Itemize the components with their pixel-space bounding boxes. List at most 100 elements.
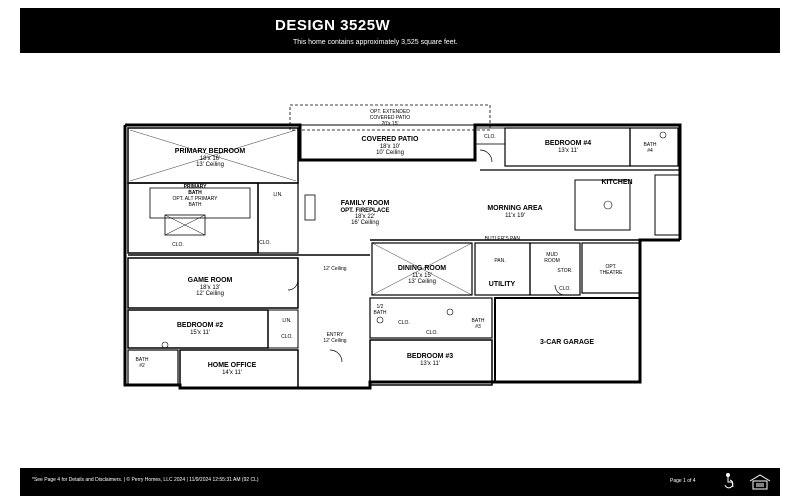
dining-room-size: 11'x 15' xyxy=(412,273,432,279)
game-room-ceiling: 12' Ceiling xyxy=(196,291,224,297)
game-room-label: GAME ROOM xyxy=(188,277,233,284)
primary-bedroom-label: PRIMARY BEDROOM xyxy=(175,148,246,155)
lin-closet-wall xyxy=(257,182,299,254)
toilet-fixture xyxy=(161,341,169,349)
game-room-size: 18'x 13' xyxy=(200,285,220,291)
bedroom2-wall xyxy=(127,309,269,349)
stor-label: STOR. xyxy=(557,268,572,274)
clo-b2-wall xyxy=(267,309,299,349)
equal-housing-icon xyxy=(749,474,771,490)
primary-bedroom-ceiling: 13' Ceiling xyxy=(196,162,224,168)
game-room-wall xyxy=(127,257,299,309)
door-swing xyxy=(554,284,566,296)
sink-fixture xyxy=(603,200,613,210)
clo-label: CLO. xyxy=(426,330,438,336)
covered-patio-size: 18'x 10' xyxy=(380,144,400,150)
office-wall xyxy=(179,349,299,389)
entry-ceiling: 12' Ceiling xyxy=(323,338,346,344)
opt-patio-size: 20'x 15' xyxy=(382,121,399,127)
bedroom2-size: 15'x 11' xyxy=(190,330,210,336)
family-room-ceiling: 16' Ceiling xyxy=(351,220,379,226)
primary-bedroom-size: 18'x 16' xyxy=(200,156,220,162)
bedroom4-wall xyxy=(504,127,631,167)
accessibility-icon xyxy=(724,473,734,489)
utility-label: UTILITY xyxy=(489,281,516,288)
tub xyxy=(164,214,206,236)
mud-room-wall xyxy=(529,242,581,296)
sink-fixture xyxy=(376,316,384,324)
diag-line xyxy=(129,129,297,182)
lin-label: LIN. xyxy=(282,318,291,324)
primary-bath-label: PRIMARY xyxy=(184,184,208,190)
half-bath-label: BATH xyxy=(374,310,387,316)
clo-label: CLO. xyxy=(559,286,571,292)
bath2-wall xyxy=(127,349,179,386)
covered-patio-label: COVERED PATIO xyxy=(362,136,419,143)
opt-patio-label: COVERED PATIO xyxy=(370,115,410,121)
family-room-size: 18'x 22' xyxy=(355,214,375,220)
header-banner: DESIGN 3525W This home contains approxim… xyxy=(20,8,780,53)
garage-label: 3-CAR GARAGE xyxy=(540,339,594,346)
fireplace xyxy=(304,194,316,221)
entry-label: ENTRY xyxy=(327,332,345,338)
disclaimer-text: *See Page 4 for Details and Disclaimers.… xyxy=(32,477,259,483)
morning-area-label: MORNING AREA xyxy=(487,205,542,212)
clo-label: CLO. xyxy=(484,134,496,140)
garage-wall xyxy=(494,297,641,383)
theatre-label: THEATRE xyxy=(600,270,624,276)
clo-label: CLO. xyxy=(398,320,410,326)
door-swing xyxy=(287,279,299,291)
toilet-fixture xyxy=(659,131,667,139)
dining-room-ceiling: 13' Ceiling xyxy=(408,279,436,285)
kitchen-island xyxy=(574,179,631,231)
pantry-label: PAN. xyxy=(494,258,505,264)
bedroom4-label: BEDROOM #4 xyxy=(545,140,591,147)
door-swing xyxy=(329,349,343,363)
bath-vanity xyxy=(149,187,251,219)
half-bath-label: 1/2 xyxy=(377,304,384,310)
kitchen-label: KITCHEN xyxy=(601,179,632,186)
dining-room-wall xyxy=(371,242,473,296)
footer-icons xyxy=(724,473,771,490)
bath3-label: #3 xyxy=(475,324,481,330)
primary-bath-label: BATH xyxy=(188,190,202,196)
hall-ceiling-label: 12' Ceiling xyxy=(323,266,346,272)
mud-room-label: MUD xyxy=(546,252,558,258)
diag-line xyxy=(371,242,473,296)
covered-patio-ceiling: 10' Ceiling xyxy=(376,150,404,156)
pantry-counter xyxy=(654,174,681,236)
toilet-fixture xyxy=(446,308,454,316)
bath2-label: BATH xyxy=(136,357,149,363)
opt-alt-bath-label: OPT. ALT PRIMARY xyxy=(172,196,218,202)
bedroom4-size: 13'x 11' xyxy=(558,148,578,154)
opt-patio-outline xyxy=(289,104,491,131)
bedroom3-size: 13'x 11' xyxy=(420,361,440,367)
footer-banner: *See Page 4 for Details and Disclaimers.… xyxy=(20,468,780,496)
butlers-pantry-label: BUTLER'S PAN. xyxy=(485,236,522,242)
bath3-wall xyxy=(369,297,493,339)
lin-label: LIN. xyxy=(273,192,282,198)
fireplace-label: OPT. FIREPLACE xyxy=(340,208,389,214)
home-office-size: 14'x 11' xyxy=(222,370,242,376)
home-office-label: HOME OFFICE xyxy=(208,362,257,369)
bedroom3-label: BEDROOM #3 xyxy=(407,353,453,360)
theatre-label: OPT. xyxy=(605,264,616,270)
family-room-label: FAMILY ROOM xyxy=(341,200,390,207)
bedroom3-wall xyxy=(369,339,493,386)
clo-label: CLO. xyxy=(172,242,184,248)
opt-alt-bath-label: BATH xyxy=(189,202,202,208)
bath4-label: #4 xyxy=(647,148,653,154)
plan-title: DESIGN 3525W xyxy=(275,17,391,34)
door-swing xyxy=(479,149,493,163)
bath4-label: BATH xyxy=(644,142,657,148)
page-number: Page 1 of 4 xyxy=(670,478,696,484)
bath4-wall xyxy=(629,127,679,167)
mud-room-label: ROOM xyxy=(544,258,560,264)
clo-label: CLO. xyxy=(281,334,293,340)
clo-label: CLO. xyxy=(259,240,271,246)
bath3-label: BATH xyxy=(472,318,485,324)
theatre-wall xyxy=(581,242,641,294)
clo-b4-wall xyxy=(474,127,506,145)
morning-area-size: 11'x 19' xyxy=(505,213,525,219)
